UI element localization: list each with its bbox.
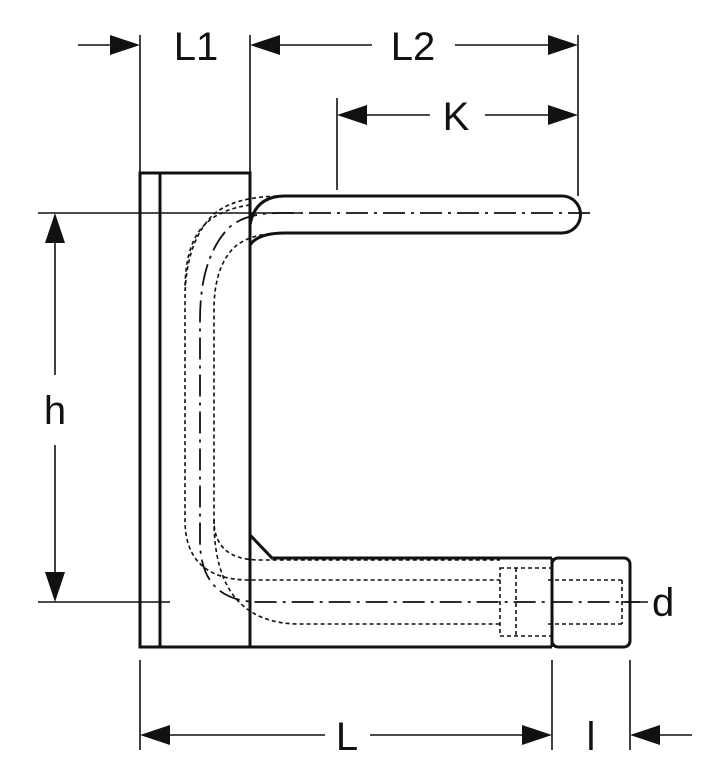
label-L1: L1 [174, 25, 219, 69]
dimension-L2 [250, 35, 578, 55]
dimension-L1 [78, 35, 140, 55]
hidden-pipe [184, 195, 500, 625]
label-l: l [587, 715, 596, 759]
label-h: h [44, 389, 66, 433]
label-K: K [443, 95, 470, 139]
label-L2: L2 [391, 25, 436, 69]
center-lines [199, 212, 640, 603]
label-L: L [336, 715, 358, 759]
label-d: d [652, 581, 674, 625]
extension-lines [38, 35, 631, 750]
dimension-h [45, 213, 65, 602]
dimension-L [140, 725, 552, 745]
dimension-l [630, 725, 692, 745]
dimension-K [337, 105, 578, 125]
fitting-body [138, 171, 554, 649]
upper-tube [248, 194, 582, 246]
